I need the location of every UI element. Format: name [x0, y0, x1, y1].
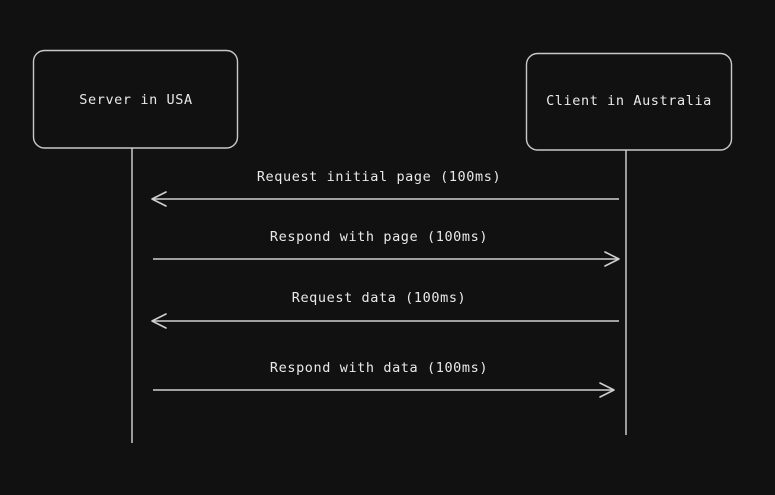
message-label-3: Request data (100ms): [292, 290, 467, 306]
actor-box-client[interactable]: [525, 52, 733, 151]
message-label-1: Request initial page (100ms): [257, 169, 501, 185]
arrow-head-left-1: [151, 191, 167, 207]
actor-label-server: Server in USA: [79, 92, 192, 108]
actor-box-server[interactable]: [32, 49, 239, 149]
message-label-2: Respond with page (100ms): [270, 229, 488, 245]
arrow-head-right-4: [599, 382, 615, 398]
arrow-head-left-3: [151, 313, 167, 329]
message-label-4: Respond with data (100ms): [270, 360, 488, 376]
actor-label-client: Client in Australia: [546, 93, 712, 109]
arrow-head-right-2: [604, 251, 620, 267]
